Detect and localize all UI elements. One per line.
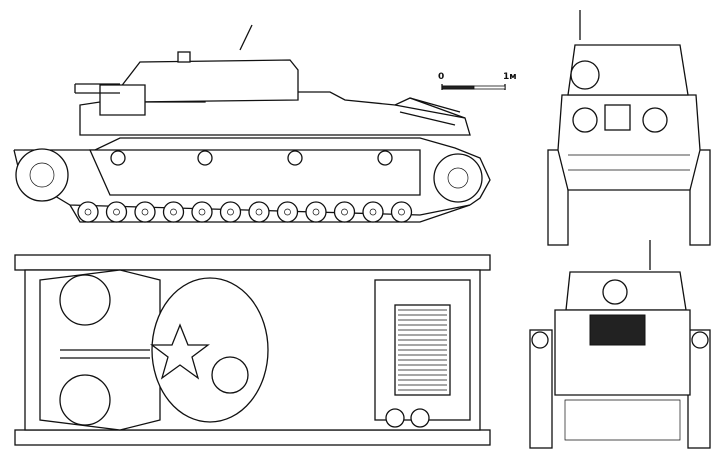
road-wheel [248,201,270,223]
rear-plate [564,399,681,441]
scale-start-label: 0 [438,72,445,82]
return-roller [197,150,213,166]
top-right-mg-turret [59,374,111,426]
side-track-upper [14,137,491,206]
rear-hull [554,309,691,396]
road-wheel [362,201,384,223]
rear-view [529,240,711,449]
scale-segment-light [473,85,506,90]
road-wheel-hub [341,208,348,216]
main-turret [119,59,299,103]
road-wheel [77,201,99,223]
side-view [13,24,491,223]
front-view [547,10,711,246]
road-wheel-hub [84,208,92,216]
idler-wheel-hub [447,167,469,189]
spare-wheel-1 [385,408,405,428]
scale-segment-dark [441,85,475,90]
front-turret [567,44,689,96]
antenna [239,24,253,51]
idler-wheel [433,153,483,203]
road-wheel-hub [398,208,405,216]
road-wheel [105,201,128,223]
road-wheel-hub [113,208,120,216]
road-wheels [77,201,413,223]
road-wheel [333,201,356,223]
road-wheel-hub [227,208,234,216]
commander-cupola [211,356,249,394]
road-wheel [276,201,299,223]
return-rollers [110,150,393,166]
rear-left-light [531,331,549,349]
rear-grille [589,314,646,346]
sub-turret-front [99,84,146,116]
road-wheel-hub [255,208,263,216]
top-track-lower [14,429,491,446]
road-wheel-hub [369,208,377,216]
top-view [14,254,491,446]
road-wheel-hub [198,208,206,216]
road-wheel-hub [170,208,177,216]
left-mg-turret [572,107,598,133]
scale-bar [441,84,506,90]
road-wheel [390,201,413,223]
rear-turret-port [602,279,628,305]
drive-sprocket-hub [29,162,55,188]
road-wheel-hub [141,208,149,216]
top-main-turret [151,277,269,423]
top-track-upper [14,254,491,271]
road-wheel-hub [312,208,320,216]
front-hull-lines [568,154,690,171]
road-wheel [162,201,185,223]
return-roller [377,150,393,166]
scale-end-label: 1м [503,72,517,82]
grille-slats [398,309,447,391]
turret-hatch [177,51,191,63]
engine-deck [394,97,466,126]
side-track-bottom [69,204,471,223]
top-left-mg-turret [59,274,111,326]
road-wheel [305,201,327,223]
top-gun [60,349,150,359]
road-wheel [219,201,242,223]
driver-hatch [604,104,631,131]
spare-wheel-2 [410,408,430,428]
side-skirt [88,149,421,196]
side-hull [79,91,471,136]
turret-star [150,323,210,380]
rear-track-left [529,329,553,449]
drive-sprocket [15,148,69,202]
right-mg-turret [642,107,668,133]
main-gun [74,83,120,94]
return-roller [287,150,303,166]
road-wheel [134,201,156,223]
gun-mantlet [570,60,600,90]
road-wheel [191,201,213,223]
rear-right-light [691,331,709,349]
return-roller [110,150,126,166]
road-wheel-hub [284,208,291,216]
